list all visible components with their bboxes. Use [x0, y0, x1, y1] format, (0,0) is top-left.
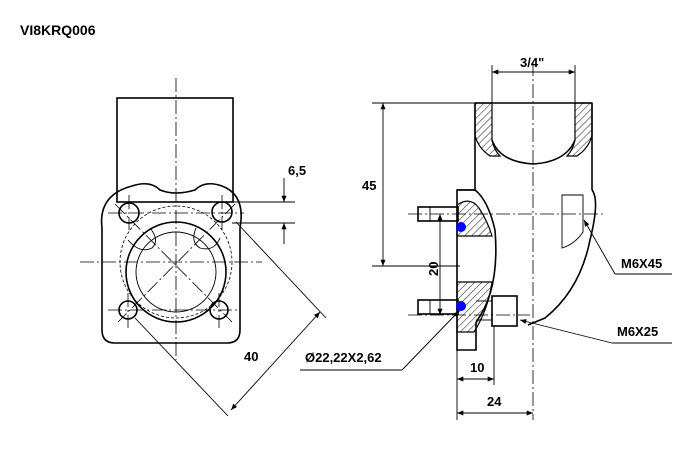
oring-top: [456, 222, 466, 232]
boss-left: [127, 227, 156, 251]
screw-short-head: [417, 299, 459, 315]
front-flange: [100, 182, 242, 344]
screw-short-label: M6X25: [617, 324, 658, 339]
dim-flange: 10: [470, 360, 484, 375]
oring-callout: Ø22,22X2,62: [305, 350, 382, 365]
dim-hole-pitch: 20: [426, 262, 441, 276]
dim-depth: 24: [487, 394, 502, 409]
dim-hole-offset: 6,5: [288, 163, 306, 178]
screw-short-nut: [491, 295, 518, 327]
oring-bottom: [456, 301, 466, 311]
front-view: 6,5 40: [80, 78, 327, 417]
dim-diagonal: 40: [244, 349, 258, 364]
front-body: [116, 97, 234, 203]
screw-long-label: M6X45: [621, 256, 662, 271]
boss-right: [193, 227, 221, 250]
side-view: 3/4" 45 20 10 24 Ø22,22X2,62 M6X45 M6X25: [300, 55, 672, 420]
flange-section-bottom: [456, 281, 493, 333]
dim-thread: 3/4": [520, 55, 544, 70]
dim-height: 45: [362, 178, 376, 193]
drawing-title: VI8KRQ006: [20, 22, 96, 38]
elbow-outer: [527, 189, 597, 326]
